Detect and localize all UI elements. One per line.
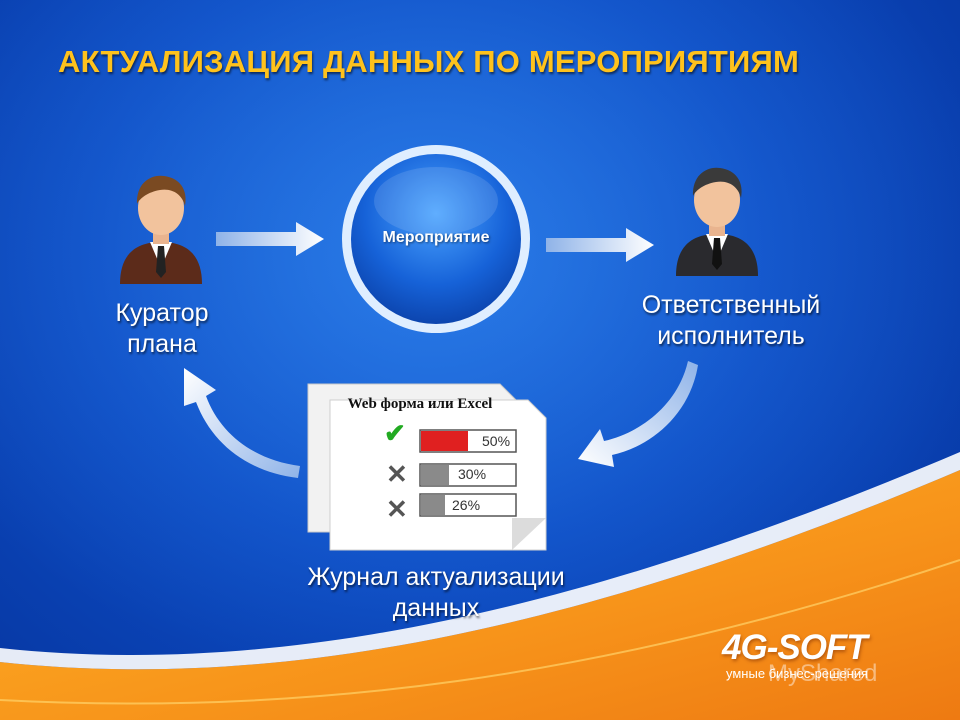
row1-percent: 50% xyxy=(482,433,511,449)
cross-icon: ✕ xyxy=(386,459,408,489)
event-circle xyxy=(342,145,530,333)
progress-fill xyxy=(421,465,449,485)
progress-fill xyxy=(421,431,468,451)
event-label: Мероприятие xyxy=(382,229,490,246)
arrow-right-icon xyxy=(216,222,324,256)
progress-fill xyxy=(421,495,445,515)
executor-label-line2: исполнитель xyxy=(657,322,805,350)
watermark: MyShared xyxy=(768,660,878,687)
executor-label-line1: Ответственный xyxy=(641,291,821,319)
company-tagline: умные бизнес-решения xyxy=(726,666,869,681)
curator-label-line1: Куратор xyxy=(115,299,209,327)
row2-percent: 30% xyxy=(458,466,487,482)
arrow-right-icon xyxy=(546,228,654,262)
journal-label-line2: данных xyxy=(392,594,480,622)
slide-title: АКТУАЛИЗАЦИЯ ДАННЫХ ПО МЕРОПРИЯТИЯМ xyxy=(58,44,800,79)
company-logo: 4G-SOFT xyxy=(722,628,868,667)
curved-arrow-up-left-icon xyxy=(184,368,300,478)
curator-person-icon xyxy=(120,175,202,284)
curator-label-line2: плана xyxy=(127,330,197,358)
journal-label-line1: Журнал актуализации xyxy=(307,563,565,591)
curved-arrow-down-left-icon xyxy=(578,361,698,467)
journal-label: Журнал актуализации данных xyxy=(256,562,616,624)
form-title: Web форма или Excel xyxy=(347,396,493,412)
check-icon: ✔ xyxy=(384,418,406,448)
row3-percent: 26% xyxy=(452,497,481,513)
curator-label: Куратор плана xyxy=(92,298,232,360)
cross-icon: ✕ xyxy=(386,494,408,524)
executor-label: Ответственный исполнитель xyxy=(606,290,856,352)
executor-person-icon xyxy=(676,167,758,276)
web-form-document xyxy=(307,383,547,551)
